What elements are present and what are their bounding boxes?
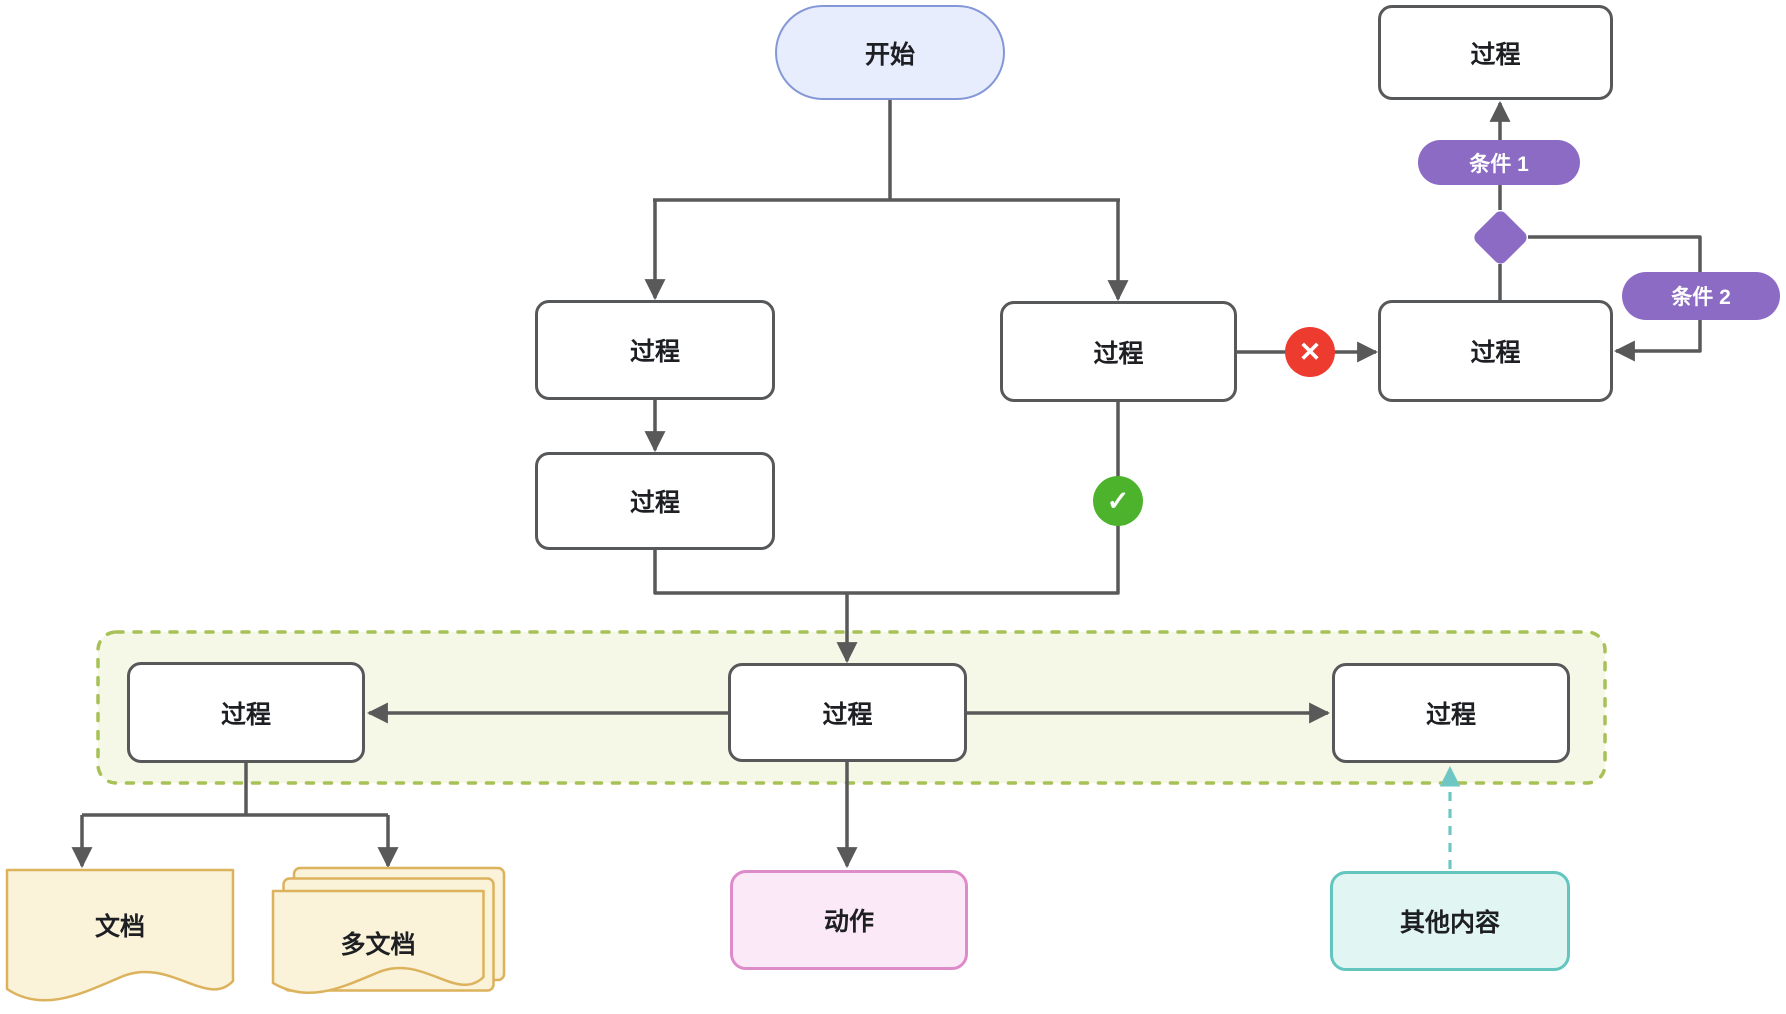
other-content-label: 其他内容 <box>1399 909 1500 937</box>
process-result-top-label: 过程 <box>1470 40 1521 69</box>
condition-1-label: 条件 1 <box>1469 152 1529 176</box>
edge-group-left-doc-bar <box>82 763 388 817</box>
group-center-label: 过程 <box>822 700 873 729</box>
process-left-lower-node: 过程 <box>535 452 775 550</box>
edge-start-branch <box>653 100 1120 202</box>
group-right-node: 过程 <box>1332 663 1570 763</box>
process-middle-label: 过程 <box>1093 339 1144 368</box>
process-result-top-node: 过程 <box>1378 5 1613 100</box>
check-icon: ✓ <box>1106 485 1130 516</box>
multi-document-label: 多文档 <box>340 931 416 959</box>
other-content-node: 其他内容 <box>1330 871 1570 971</box>
document-shape <box>5 868 235 1002</box>
condition-2-label: 条件 2 <box>1671 286 1731 309</box>
process-top-left-label: 过程 <box>629 338 680 366</box>
process-left-lower-label: 过程 <box>629 489 680 517</box>
process-middle-node: 过程 <box>1000 301 1237 402</box>
process-result-label: 过程 <box>1470 339 1521 367</box>
condition-2-pill: 条件 2 <box>1622 272 1780 320</box>
process-top-left-node: 过程 <box>535 300 775 400</box>
condition-1-pill: 条件 1 <box>1418 140 1580 185</box>
group-center-node: 过程 <box>728 663 967 762</box>
action-label: 动作 <box>823 908 874 936</box>
action-node: 动作 <box>730 870 968 970</box>
pass-badge: ✓ <box>1093 476 1143 526</box>
group-right-label: 过程 <box>1425 701 1476 729</box>
start-node: 开始 <box>775 5 1005 100</box>
process-result-node: 过程 <box>1378 300 1613 402</box>
fail-badge: ✕ <box>1285 327 1335 377</box>
group-left-label: 过程 <box>220 700 271 729</box>
document-label: 文档 <box>94 913 145 941</box>
group-left-node: 过程 <box>127 662 365 763</box>
multi-document-shape <box>271 866 506 995</box>
x-icon: ✕ <box>1298 336 1322 367</box>
start-label: 开始 <box>864 40 915 69</box>
